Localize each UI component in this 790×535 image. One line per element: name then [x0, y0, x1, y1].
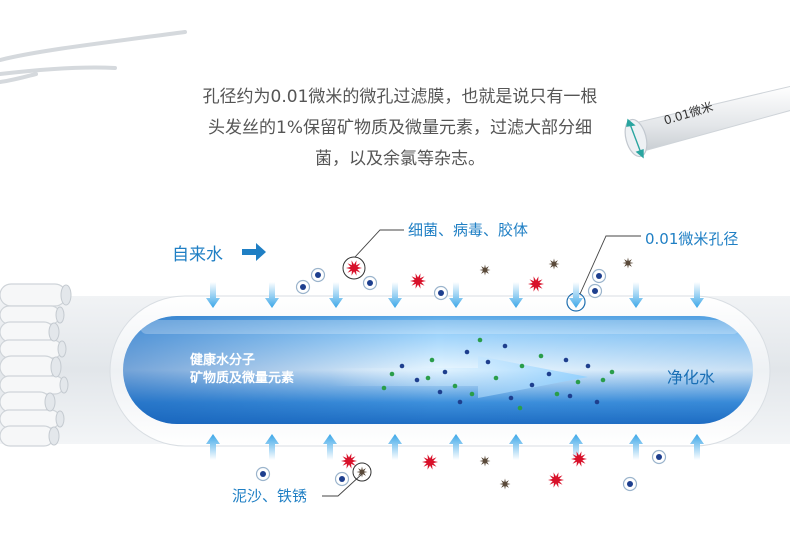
molecule-dot: [554, 391, 560, 397]
particle-icon: [622, 476, 638, 492]
description-line-1: 孔径约为0.01微米的微孔过滤膜，也就是说只有一根: [202, 87, 598, 107]
description-line-2: 头发丝的1%保留矿物质及微量元素，过滤大部分细: [208, 118, 592, 138]
right-arrow-icon: [242, 243, 266, 261]
molecule-dot: [477, 337, 483, 343]
molecule-dot: [437, 389, 443, 395]
down-arrow-icon: [265, 282, 279, 308]
molecule-dot: [529, 382, 535, 388]
molecule-dot: [585, 363, 591, 369]
pore-size-label: 0.01微米孔径: [645, 230, 739, 248]
molecule-dot: [609, 369, 615, 375]
molecule-dot: [519, 363, 525, 369]
leader-lines: [322, 229, 641, 497]
virus-icon: [422, 454, 438, 470]
molecule-dot: [425, 375, 431, 381]
molecule-dot: [414, 377, 420, 383]
up-arrow-icon: [265, 434, 279, 460]
molecule-dot: [538, 353, 544, 359]
particle-icon: [587, 283, 603, 299]
dirt-particle-icon: [356, 466, 368, 478]
virus-icon: [346, 260, 362, 276]
molecule-dot: [517, 405, 523, 411]
down-arrow-icon: [629, 282, 643, 308]
molecule-dot: [464, 349, 470, 355]
molecule-dot: [508, 395, 514, 401]
down-arrow-icon: [388, 282, 402, 308]
down-arrow-icon: [509, 282, 523, 308]
description-text: 孔径约为0.01微米的微孔过滤膜，也就是说只有一根 头发丝的1%保留矿物质及微量…: [120, 82, 680, 175]
dirt-particle-icon: [548, 258, 560, 270]
virus-highlight-ring: [342, 256, 366, 280]
molecule-dot: [567, 393, 573, 399]
down-arrow-icon: [690, 282, 704, 308]
virus-icon: [571, 451, 587, 467]
molecule-dot: [575, 379, 581, 385]
up-arrow-icon: [388, 434, 402, 460]
output-water-label: 净化水: [667, 368, 716, 387]
healthy-label-line-1: 健康水分子: [190, 353, 256, 368]
molecule-dot: [600, 377, 606, 383]
molecule-dot: [546, 371, 552, 377]
dirt-particle-icon: [479, 455, 491, 467]
down-arrow-icon: [329, 282, 343, 308]
sand-rust-label: 泥沙、铁锈: [232, 487, 308, 505]
dirt-particle-icon: [499, 478, 511, 490]
molecule-dot: [563, 357, 569, 363]
healthy-label-line-2: 矿物质及微量元素: [190, 371, 295, 386]
molecule-dot: [594, 399, 600, 405]
molecule-dot: [469, 391, 475, 397]
particle-icon: [651, 449, 667, 465]
molecule-dot: [442, 369, 448, 375]
up-arrow-icon: [206, 434, 220, 460]
up-arrow-icon: [629, 434, 643, 460]
description-line-3: 菌，以及余氯等杂志。: [315, 149, 485, 169]
up-arrow-icon: [690, 434, 704, 460]
down-arrow-icon: [569, 282, 583, 308]
virus-icon: [341, 453, 357, 469]
particle-icon: [310, 267, 326, 283]
virus-icon: [548, 472, 564, 488]
pore-leader: [579, 235, 641, 295]
molecule-dot: [485, 359, 491, 365]
virus-icon: [410, 273, 426, 289]
molecule-dot: [457, 399, 463, 405]
down-arrow-icon: [206, 282, 220, 308]
particle-icon: [295, 279, 311, 295]
molecule-dot: [389, 371, 395, 377]
dirt-particle-icon: [622, 257, 634, 269]
particle-icon: [362, 275, 378, 291]
dirt-particle-icon: [479, 264, 491, 276]
molecule-dot: [381, 385, 387, 391]
up-arrow-icon: [449, 434, 463, 460]
up-arrow-icon: [323, 434, 337, 460]
molecule-dot: [502, 343, 508, 349]
up-arrow-icon: [569, 434, 583, 460]
molecule-dot: [429, 357, 435, 363]
molecule-dot: [452, 383, 458, 389]
up-arrow-icon: [509, 434, 523, 460]
fiber-bundle: [0, 283, 72, 447]
virus-icon: [528, 276, 544, 292]
healthy-water-label: 健康水分子 矿物质及微量元素: [190, 352, 294, 388]
molecule-dot: [399, 363, 405, 369]
bacteria-leader: [354, 229, 404, 258]
dirt-highlight-ring: [352, 462, 372, 482]
particle-icon: [334, 471, 350, 487]
input-water-label: 自来水: [172, 245, 223, 265]
fiber-strands-top: [0, 30, 187, 84]
sand-leader: [322, 473, 363, 497]
hollow-fiber-tube: [624, 85, 790, 159]
bacteria-label: 细菌、病毒、胶体: [408, 221, 529, 239]
down-arrow-icon: [449, 282, 463, 308]
particle-icon: [433, 285, 449, 301]
particle-icon: [591, 268, 607, 284]
particle-icon: [255, 466, 271, 482]
molecule-dot: [493, 375, 499, 381]
